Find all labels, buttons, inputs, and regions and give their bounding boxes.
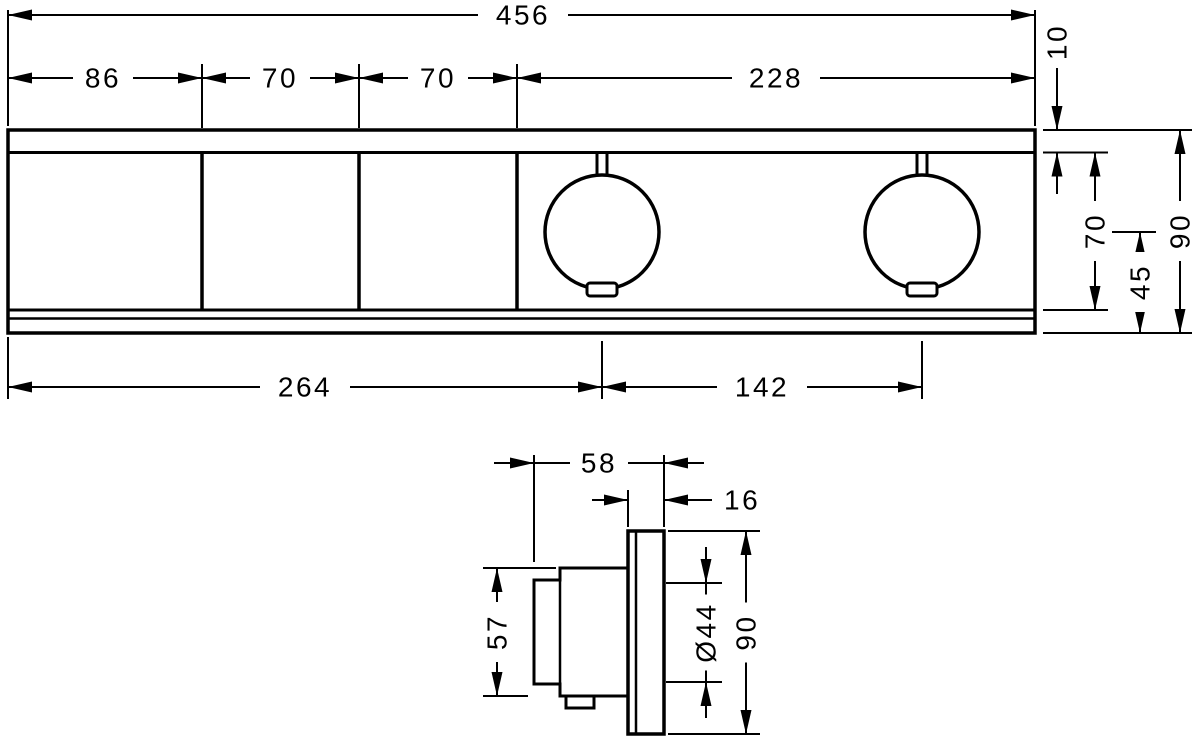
dim-label-total-width: 456 bbox=[496, 0, 550, 31]
dim-label-knob-spacing: 142 bbox=[735, 372, 789, 403]
dim-label-top-strip: 10 bbox=[1042, 24, 1073, 60]
dim-plate-thickness: 16 bbox=[592, 485, 760, 527]
dim-label-bg bbox=[1167, 201, 1193, 261]
dim-label-segment-4: 228 bbox=[749, 63, 803, 94]
valve-body-outline bbox=[532, 566, 630, 698]
dim-label-knob-diameter: Ø44 bbox=[691, 602, 722, 662]
dim-label-bg bbox=[73, 64, 133, 92]
knob-1 bbox=[543, 151, 661, 298]
valve-body-bottom-tab bbox=[564, 694, 596, 710]
knob-2 bbox=[863, 151, 981, 298]
dim-label-bg bbox=[484, 602, 510, 662]
dim-label-bg bbox=[733, 602, 759, 663]
dim-inner-height: 70 bbox=[1080, 152, 1111, 310]
valve-body bbox=[532, 566, 630, 710]
dim-label-plate-height: 90 bbox=[731, 614, 762, 650]
dim-label-segment-3: 70 bbox=[420, 63, 456, 94]
dim-label-depth: 58 bbox=[581, 448, 617, 479]
knob-2-circle bbox=[863, 173, 981, 291]
knob-1-circle bbox=[543, 173, 661, 291]
dim-label-bg bbox=[1044, 16, 1070, 68]
dim-label-bg bbox=[570, 449, 628, 477]
side-view: 58 16 57 Ø44 bbox=[482, 448, 762, 736]
dim-label-bg bbox=[732, 64, 820, 92]
dim-knob-to-bottom: 45 bbox=[1125, 232, 1156, 333]
right-extension-lines bbox=[1043, 129, 1192, 334]
dim-label-bg bbox=[250, 64, 310, 92]
knob-1-tab bbox=[585, 281, 619, 298]
dim-body-height: 57 bbox=[482, 567, 556, 697]
dim-label-knob-to-bottom: 45 bbox=[1125, 264, 1156, 300]
dim-label-plate-thickness: 16 bbox=[724, 485, 760, 516]
dim-label-bg bbox=[1127, 252, 1153, 312]
dim-label-bg bbox=[260, 373, 350, 401]
dim-label-bg bbox=[1082, 201, 1108, 261]
dim-top-strip: 10 bbox=[1042, 16, 1073, 194]
dim-label-segment-1: 86 bbox=[85, 63, 121, 94]
knob-2-tab bbox=[905, 281, 939, 298]
dim-plate-height: 90 bbox=[668, 530, 762, 735]
dim-label-bg bbox=[478, 1, 568, 29]
dim-label-segment-2: 70 bbox=[262, 63, 298, 94]
dim-label-bg bbox=[408, 64, 468, 92]
panel-slab-outline bbox=[626, 529, 666, 736]
dim-label-body-height: 57 bbox=[482, 614, 513, 650]
panel-side-profile bbox=[626, 529, 666, 736]
dim-depth: 58 bbox=[494, 448, 704, 562]
dim-label-bg bbox=[693, 594, 719, 671]
dim-knob-diameter: Ø44 bbox=[666, 547, 722, 718]
dim-bottom-row: 264 142 bbox=[7, 337, 923, 403]
dim-label-left-to-knob1: 264 bbox=[278, 372, 332, 403]
dim-total-width: 456 bbox=[7, 0, 1036, 126]
dim-label-inner-height: 70 bbox=[1080, 213, 1111, 249]
dim-total-height: 90 bbox=[1165, 130, 1196, 333]
dim-segments-row: 86 70 70 228 bbox=[8, 63, 1035, 128]
front-view: 456 86 70 70 228 bbox=[6, 0, 1196, 403]
dim-label-bg bbox=[717, 373, 807, 401]
dim-label-total-height: 90 bbox=[1165, 213, 1196, 249]
